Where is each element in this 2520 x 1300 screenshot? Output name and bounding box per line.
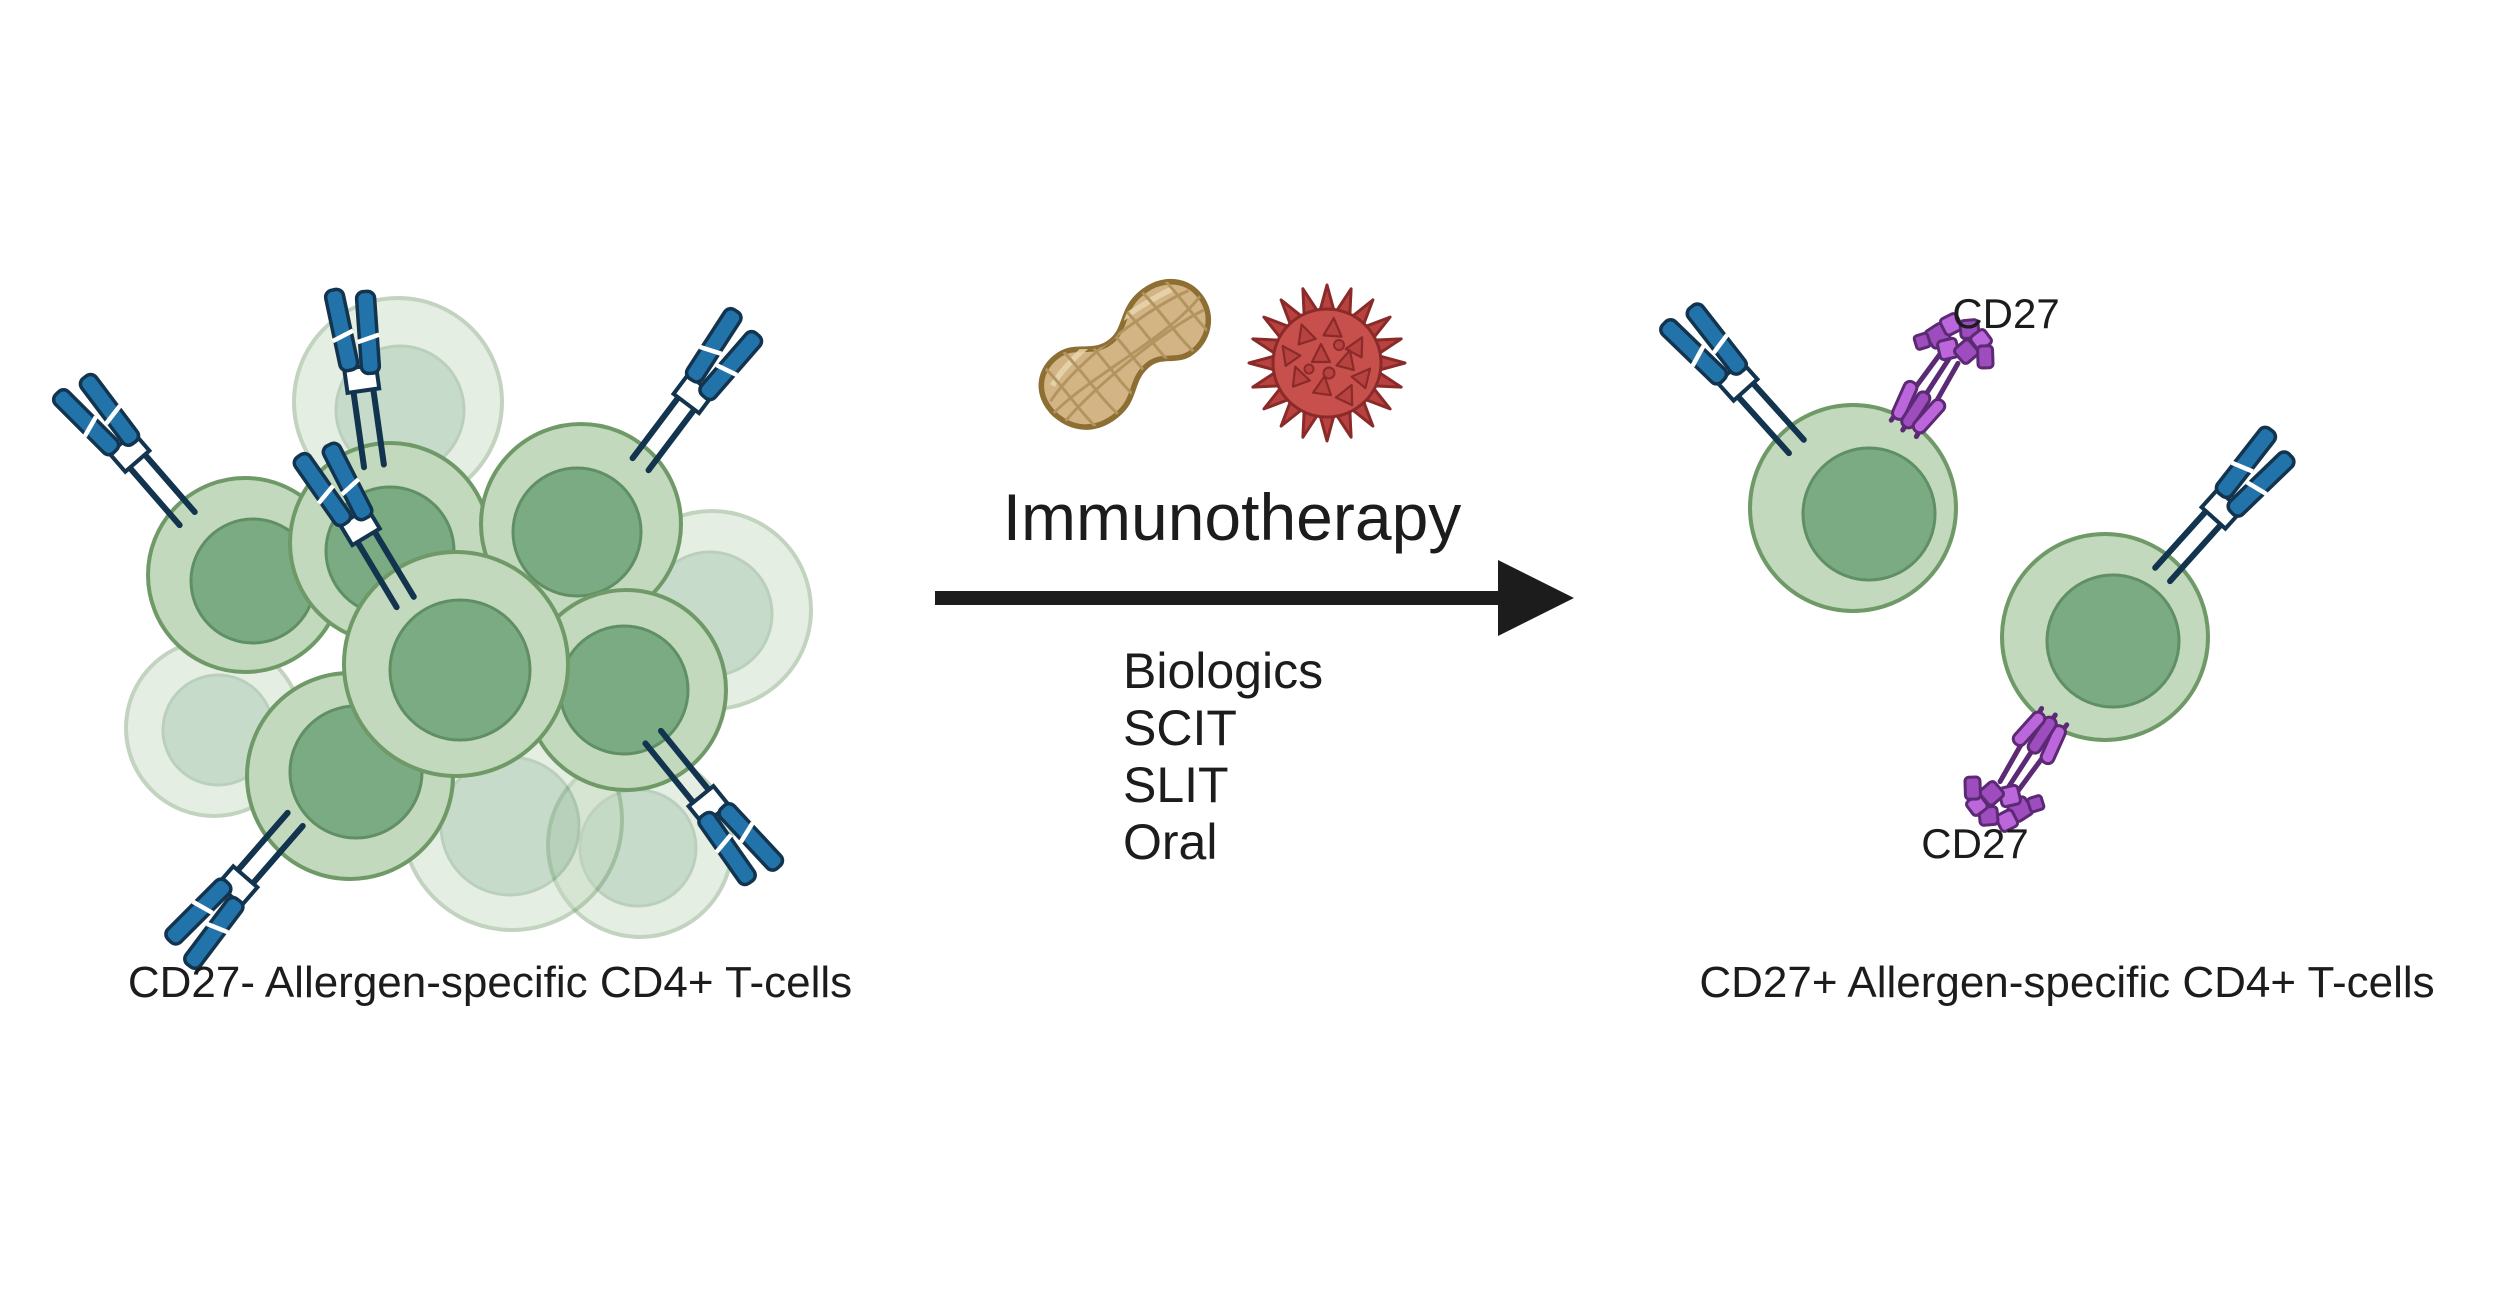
cd27-positive-cells: CD27 CD27 CD27+ Allergen-specific CD4+ T… bbox=[1655, 290, 2435, 1007]
therapy-item: SLIT bbox=[1123, 757, 1229, 813]
t-cell bbox=[342, 550, 570, 778]
peanut-allergen-icon bbox=[1026, 262, 1230, 449]
t-cell-faded bbox=[546, 751, 734, 939]
therapy-item: Biologics bbox=[1123, 643, 1323, 699]
therapy-list: Biologics SCIT SLIT Oral bbox=[1123, 643, 1323, 870]
cd27-label-top: CD27 bbox=[1952, 290, 2059, 337]
t-cell bbox=[524, 588, 728, 792]
immunotherapy-panel: Immunotherapy Biologics SCIT SLIT Oral bbox=[935, 262, 1574, 870]
right-caption: CD27+ Allergen-specific CD4+ T-cells bbox=[1699, 958, 2434, 1007]
cd27-negative-cell-cluster: CD27- Allergen-specific CD4+ T-cells bbox=[48, 283, 852, 1007]
right-arrow-icon bbox=[935, 560, 1574, 636]
therapy-item: Oral bbox=[1123, 814, 1217, 870]
cd27-label-bottom: CD27 bbox=[1921, 820, 2028, 867]
left-caption: CD27- Allergen-specific CD4+ T-cells bbox=[128, 958, 852, 1007]
t-cell bbox=[2000, 532, 2210, 742]
therapy-item: SCIT bbox=[1123, 700, 1237, 756]
pollen-grain-icon bbox=[1247, 283, 1407, 443]
arrow-title: Immunotherapy bbox=[1003, 480, 1462, 554]
t-cell bbox=[1748, 403, 1958, 613]
